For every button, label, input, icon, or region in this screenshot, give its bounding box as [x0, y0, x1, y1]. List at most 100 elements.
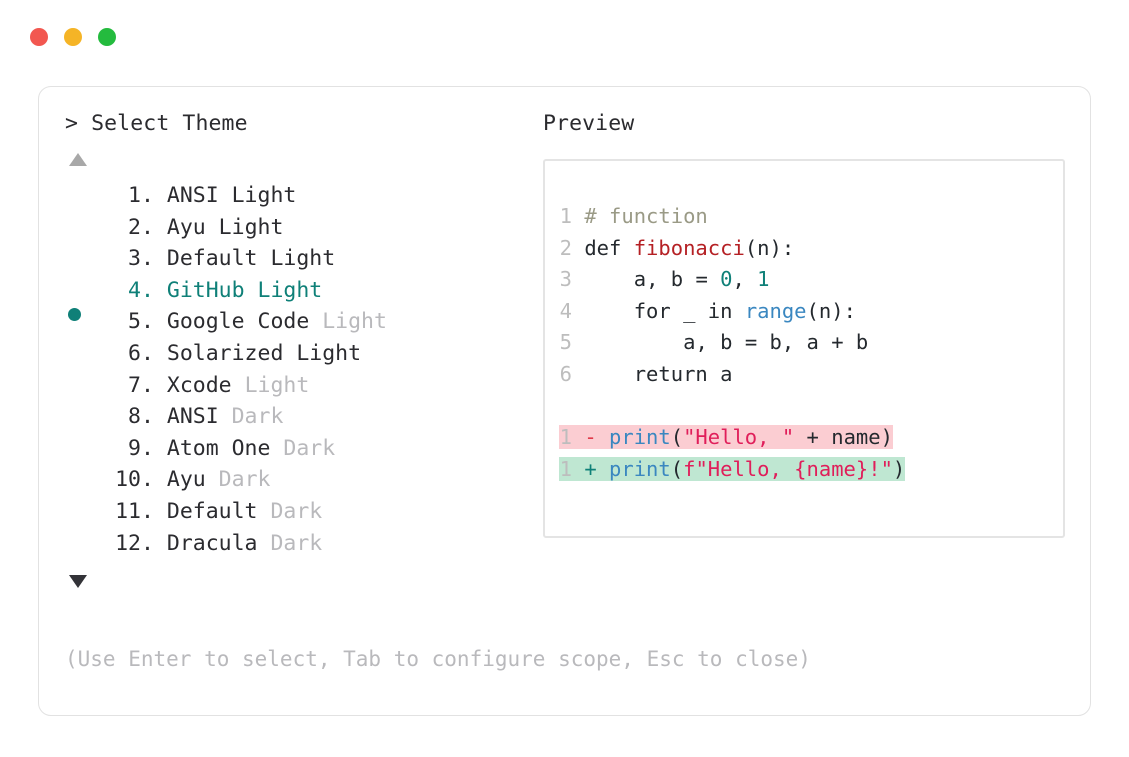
theme-item-name: Dracula	[166, 530, 258, 556]
theme-item-index-separator: .	[141, 309, 167, 335]
close-window-button[interactable]	[30, 28, 48, 46]
theme-list-item[interactable]: 4. GitHub Light	[65, 275, 535, 321]
theme-item-variant: Dark	[257, 498, 323, 524]
line-number: 3	[559, 267, 572, 292]
code-line: 6 return a	[559, 359, 905, 391]
theme-item-variant: Light	[218, 183, 297, 208]
theme-item-index: 6	[115, 340, 141, 366]
code-text: # function	[584, 204, 708, 228]
theme-item-index: 1	[115, 183, 141, 208]
code-line: 5 a, b = b, a + b	[559, 327, 905, 359]
code-text: a, b = b, a + b	[683, 330, 869, 355]
theme-item-index: 8	[115, 404, 141, 430]
theme-list-item[interactable]: 10. Ayu Dark	[65, 464, 535, 496]
theme-item-index-separator: .	[141, 214, 167, 240]
theme-picker-content: > Select Theme 1. ANSI Light 2. Ayu Ligh…	[65, 109, 1068, 697]
theme-item-variant: Dark	[270, 435, 336, 461]
line-number: 4	[559, 298, 572, 323]
preview-title: Preview	[543, 111, 635, 136]
minimize-window-button[interactable]	[64, 28, 82, 46]
theme-item-variant: Light	[257, 246, 336, 272]
theme-item-index: 7	[115, 372, 141, 398]
theme-item-index: 10	[115, 467, 141, 493]
diff-sign: -	[572, 425, 597, 450]
code-text: a, b = 0, 1	[633, 267, 770, 292]
code-text: def fibonacci(n):	[584, 235, 795, 260]
theme-item-name: Solarized	[166, 340, 284, 366]
maximize-window-button[interactable]	[98, 28, 116, 46]
diff-code-text: print("Hello, " + name)	[609, 425, 893, 450]
theme-list-item[interactable]: 2. Ayu Light	[65, 212, 535, 244]
theme-list-item[interactable]: 11. Default Dark	[65, 496, 535, 528]
selection-dot-icon	[68, 307, 81, 321]
theme-list-item[interactable]: 1. ANSI Light	[65, 180, 535, 212]
theme-list: 1. ANSI Light 2. Ayu Light 3. Default Li…	[65, 180, 535, 559]
line-number: 1	[559, 204, 572, 228]
keyboard-hint: (Use Enter to select, Tab to configure s…	[65, 647, 811, 671]
theme-list-item[interactable]: 12. Dracula Dark	[65, 528, 535, 560]
diff-sign: +	[572, 456, 597, 481]
theme-item-index: 4	[115, 277, 141, 303]
theme-item-name: ANSI	[166, 183, 219, 208]
theme-item-index-separator: .	[141, 467, 167, 493]
theme-item-index-separator: .	[141, 372, 167, 398]
theme-item-index-separator: .	[141, 340, 167, 366]
theme-item-variant: Dark	[257, 530, 323, 556]
theme-item-index-separator: .	[141, 183, 167, 208]
page-title: > Select Theme	[65, 109, 535, 139]
theme-item-index: 9	[115, 435, 141, 461]
theme-item-variant: Dark	[218, 404, 284, 430]
theme-item-name: Google Code	[166, 309, 310, 335]
theme-item-index-separator: .	[141, 530, 167, 556]
theme-list-item[interactable]: 5. Google Code Light	[65, 306, 535, 338]
prompt-caret-icon: >	[65, 111, 79, 136]
theme-list-item[interactable]: 9. Atom One Dark	[65, 433, 535, 465]
theme-list-item[interactable]: 6. Solarized Light	[65, 338, 535, 370]
theme-item-index: 11	[115, 498, 141, 524]
line-number: 6	[559, 361, 572, 386]
theme-item-index-separator: .	[141, 277, 167, 303]
theme-item-index: 5	[115, 309, 141, 335]
diff-line-removed: 1 - print("Hello, " + name)	[559, 422, 905, 454]
theme-item-index: 2	[115, 214, 141, 240]
code-text: return a	[633, 361, 733, 386]
theme-picker-panel: > Select Theme 1. ANSI Light 2. Ayu Ligh…	[38, 86, 1091, 716]
theme-item-variant: Light	[244, 277, 323, 303]
theme-item-index-separator: .	[141, 435, 167, 461]
theme-item-name: ANSI	[166, 404, 219, 430]
theme-item-variant: Light	[205, 214, 284, 240]
window-titlebar	[30, 28, 116, 46]
code-line: 4 for _ in range(n):	[559, 296, 905, 328]
theme-item-variant: Light	[231, 372, 310, 398]
theme-item-name: Ayu	[166, 467, 206, 493]
diff-line-added: 1 + print(f"Hello, {name}!")	[559, 454, 906, 486]
diff-line-number: 1	[559, 425, 572, 450]
theme-item-index-separator: .	[141, 404, 167, 430]
theme-item-name: Atom One	[166, 435, 271, 461]
theme-list-item[interactable]: 7. Xcode Light	[65, 370, 535, 402]
diff-code-text: print(f"Hello, {name}!")	[609, 456, 906, 481]
theme-item-variant: Light	[283, 340, 362, 366]
diff-line-number: 1	[559, 456, 572, 481]
theme-item-variant: Light	[309, 309, 387, 335]
theme-list-item[interactable]: 8. ANSI Dark	[65, 401, 535, 433]
code-line: 3 a, b = 0, 1	[559, 264, 905, 296]
theme-item-name: Xcode	[166, 372, 232, 398]
code-line: 1 # function	[559, 201, 905, 233]
theme-list-item[interactable]: 3. Default Light	[65, 243, 535, 275]
theme-item-name: Default	[166, 246, 258, 272]
theme-item-index: 12	[115, 530, 141, 556]
theme-item-name: GitHub	[166, 277, 245, 303]
theme-item-name: Default	[166, 498, 258, 524]
theme-item-name: Ayu	[166, 214, 206, 240]
scroll-up-arrow-icon[interactable]	[69, 153, 87, 166]
code-text: for _ in range(n):	[633, 298, 856, 323]
line-number: 2	[559, 235, 572, 260]
line-number: 5	[559, 330, 572, 355]
page-title-label: Select Theme	[91, 111, 248, 136]
scroll-down-arrow-icon[interactable]	[69, 575, 87, 589]
theme-item-index-separator: .	[141, 246, 167, 272]
